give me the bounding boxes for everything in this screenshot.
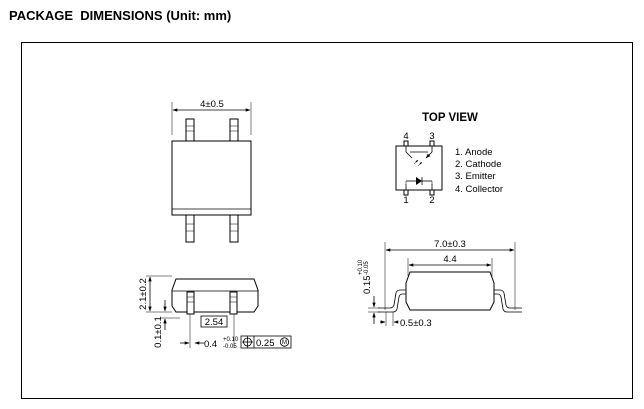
pitch-label: 2.54: [205, 317, 224, 328]
end-view: 2.1±0.2 0.1±0.1 2.54 0.4 +0.10 -0.05: [138, 275, 292, 350]
plan-view: 4±0.5: [171, 99, 252, 243]
overall-length-label: 7.0±0.3: [434, 239, 466, 250]
pin-label-collector: 4. Collector: [455, 184, 503, 195]
page-title: PACKAGE DIMENSIONS (Unit: mm): [9, 8, 232, 23]
side-view: 7.0±0.3 4.4 0.15 +0.10 -0.05 0.5±0.3: [358, 239, 522, 329]
optocoupler-symbol: [405, 146, 433, 190]
lead-width-label: 0.4: [204, 339, 217, 350]
position-tolerance-label: 0.25: [256, 338, 275, 349]
top-view: TOP VIEW 4 3: [395, 112, 503, 206]
pin-number-4: 4: [403, 131, 408, 142]
lead-thickness-label: 0.15: [362, 276, 373, 295]
end-view-body: [171, 278, 259, 313]
body-width-label: 4±0.5: [200, 99, 224, 110]
top-view-body: [395, 145, 443, 191]
height-label: 2.1±0.2: [138, 278, 149, 310]
lead-width-tol-minus: -0.05: [223, 344, 237, 350]
foot-length-label: 0.5±0.3: [400, 318, 432, 329]
upper-leads: [185, 118, 239, 142]
lead-width-tol-plus: +0.10: [223, 337, 239, 343]
side-view-body: [405, 271, 495, 311]
mmc-symbol: M: [282, 340, 287, 346]
pin-number-3: 3: [429, 131, 434, 142]
package-body: [171, 140, 252, 216]
drawing-frame: [21, 42, 633, 399]
body-length-label: 4.4: [443, 254, 456, 265]
pin-label-anode: 1. Anode: [455, 147, 493, 158]
lead-thickness-tol-plus: +0.10: [358, 259, 364, 275]
pin-label-emitter: 3. Emitter: [455, 171, 496, 182]
standoff-label: 0.1±0.1: [153, 316, 164, 348]
lower-leads: [185, 214, 239, 243]
top-view-heading: TOP VIEW: [422, 112, 478, 124]
lead-thickness-tol-minus: -0.05: [364, 261, 370, 275]
pin-label-cathode: 2. Cathode: [455, 159, 501, 170]
pin-number-2: 2: [429, 195, 434, 206]
pin-number-1: 1: [403, 195, 408, 206]
